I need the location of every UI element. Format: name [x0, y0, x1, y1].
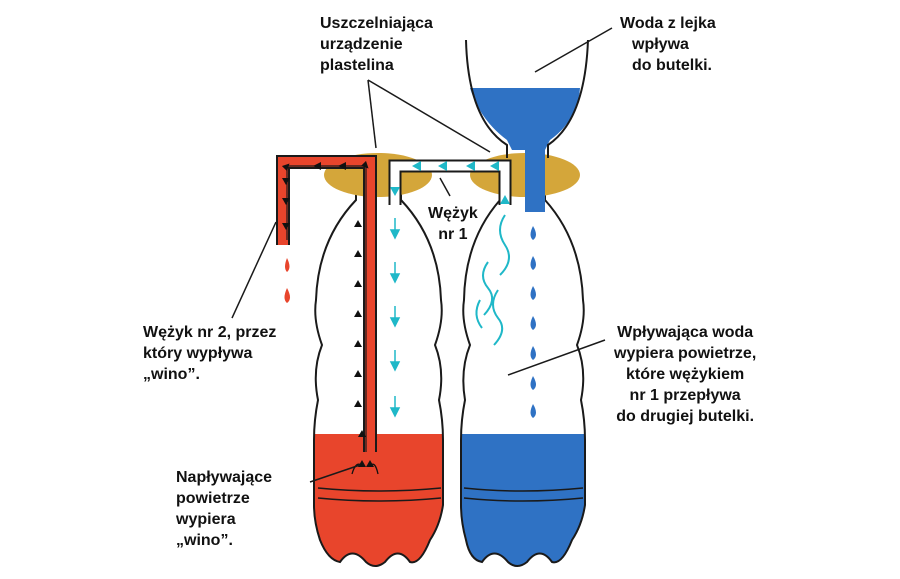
air-waves-right-bottle: [475, 214, 510, 346]
left-bottle: [313, 190, 444, 567]
air-arrows-left-bottle: [389, 218, 401, 418]
inflow-label: Wpływająca woda wypiera powietrze, które…: [614, 324, 757, 425]
right-bottle-outline: [460, 190, 586, 567]
tube-1-label: Wężyk nr 1: [428, 205, 478, 243]
sealant-label: Uszczelniająca urządzenie plastelina: [320, 15, 433, 74]
funnel-label: Woda z lejka wpływa do butelki.: [620, 15, 716, 74]
water-liquid: [461, 434, 585, 566]
funnel: [465, 39, 589, 212]
wine-drop-1: [285, 258, 290, 272]
tube-2: [276, 155, 379, 475]
tube-2-label: Wężyk nr 2, przez który wypływa „wino”.: [143, 324, 277, 383]
tube-1: [388, 159, 512, 205]
wine-liquid: [314, 434, 443, 566]
right-bottle: [460, 190, 586, 567]
water-drops: [530, 226, 536, 418]
leader-lines: [231, 27, 613, 483]
air-label: Napływające powietrze wypiera „wino”.: [176, 469, 273, 549]
left-bottle-outline: [313, 190, 444, 567]
wine-drop-2: [284, 288, 290, 303]
